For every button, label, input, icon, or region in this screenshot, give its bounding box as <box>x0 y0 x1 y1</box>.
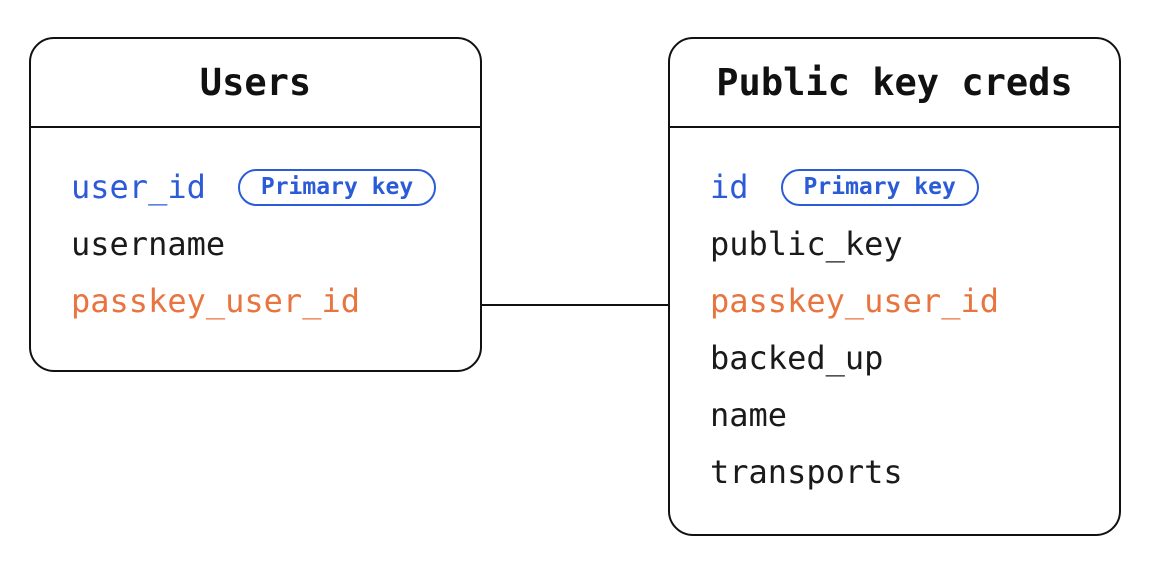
field-name: name <box>710 396 788 434</box>
table-public-key-creds-title: Public key creds <box>716 61 1073 104</box>
field-row: public_key <box>710 226 1119 263</box>
field-name: id <box>710 168 749 206</box>
table-users-fields: user_id Primary key username passkey_user_i… <box>31 128 480 320</box>
field-row: passkey_user_id <box>71 283 480 320</box>
field-name: transports <box>710 453 903 491</box>
field-name: public_key <box>710 225 903 263</box>
field-row: transports <box>710 454 1119 491</box>
field-row: name <box>710 397 1119 434</box>
field-row: backed_up <box>710 340 1119 377</box>
field-row: username <box>71 226 480 263</box>
primary-key-badge: Primary key <box>237 169 437 206</box>
relationship-line <box>482 304 668 306</box>
field-row: passkey_user_id <box>710 283 1119 320</box>
field-name: username <box>71 225 226 263</box>
table-users: Users user_id Primary key username passkey_… <box>29 37 482 372</box>
field-name: backed_up <box>710 339 884 377</box>
field-row: id Primary key <box>710 169 1119 206</box>
table-public-key-creds: Public key creds id Primary key public_key… <box>668 37 1121 536</box>
field-row: user_id Primary key <box>71 169 480 206</box>
table-users-header: Users <box>31 39 480 128</box>
table-public-key-creds-header: Public key creds <box>670 39 1119 128</box>
field-name: passkey_user_id <box>71 282 360 320</box>
primary-key-badge: Primary key <box>780 169 979 206</box>
table-users-title: Users <box>199 61 312 104</box>
field-name: user_id <box>71 168 206 206</box>
field-name: passkey_user_id <box>710 282 999 320</box>
